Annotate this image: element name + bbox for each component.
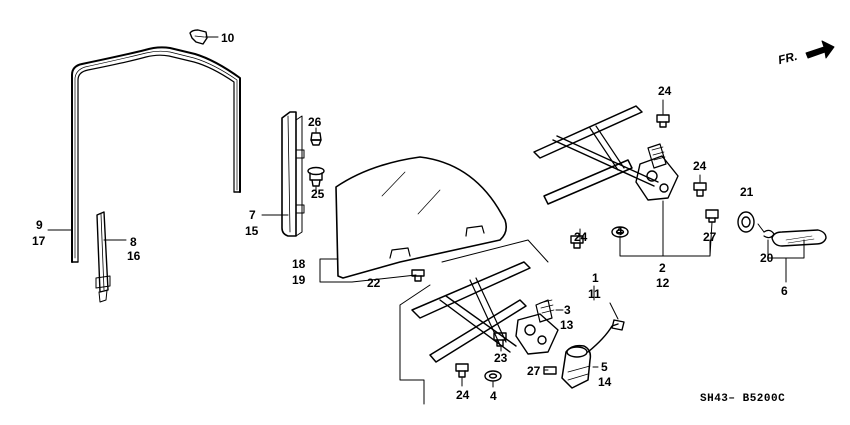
callout-22: 22 xyxy=(367,276,381,290)
run-channel-frame xyxy=(71,46,241,263)
callout-8: 8 xyxy=(130,235,137,249)
handle-escutcheon xyxy=(737,211,755,233)
callout-3: 3 xyxy=(564,303,571,317)
callout-27-lower: 27 xyxy=(527,364,541,378)
callout-24-right: 24 xyxy=(693,159,707,173)
callout-24-top: 24 xyxy=(658,84,672,98)
callout-23: 23 xyxy=(494,351,508,365)
clip-part xyxy=(189,29,208,45)
callout-24-bottom: 24 xyxy=(456,388,470,402)
fastener-26 xyxy=(310,132,322,146)
door-glass xyxy=(335,156,507,279)
callout-1: 1 xyxy=(592,271,599,285)
callout-19: 19 xyxy=(292,273,306,287)
window-regulator-upper xyxy=(533,105,679,205)
callout-10: 10 xyxy=(221,31,235,45)
callout-27-right: 27 xyxy=(703,230,717,244)
nut-27-right xyxy=(705,209,719,223)
bolt-24-right xyxy=(693,182,707,197)
bolt-23 xyxy=(493,332,507,347)
fastener-25 xyxy=(307,166,325,187)
callout-21: 21 xyxy=(740,185,754,199)
callout-18: 18 xyxy=(292,257,306,271)
callout-17: 17 xyxy=(32,234,46,248)
callout-4-lower: 4 xyxy=(490,389,497,403)
callout-14: 14 xyxy=(598,375,612,389)
callout-12: 12 xyxy=(656,276,670,290)
callout-16: 16 xyxy=(127,249,141,263)
washer-4-lower xyxy=(484,370,502,382)
leader-lines xyxy=(47,36,805,405)
drawing-code: SH43– B5200C xyxy=(700,393,786,405)
window-crank-handle xyxy=(771,229,827,247)
callout-26: 26 xyxy=(308,115,322,129)
callout-20: 20 xyxy=(760,251,774,265)
callout-25: 25 xyxy=(311,187,325,201)
callout-6: 6 xyxy=(781,284,788,298)
callout-7: 7 xyxy=(249,208,256,222)
callout-24-left: 24 xyxy=(574,230,588,244)
callout-11: 11 xyxy=(588,287,601,301)
front-direction-arrow-icon xyxy=(805,40,835,59)
callout-15: 15 xyxy=(245,224,259,238)
bolt-24-lower xyxy=(455,363,469,378)
callout-9: 9 xyxy=(36,218,43,232)
callout-13: 13 xyxy=(560,318,574,332)
callout-4-upper: 4 xyxy=(616,224,623,238)
nut-27-lower xyxy=(543,366,557,375)
bolt-24-top xyxy=(656,114,670,128)
glass-bolt-22 xyxy=(411,269,425,282)
callout-5: 5 xyxy=(601,360,608,374)
sash-channel xyxy=(281,111,305,237)
lower-channel xyxy=(95,211,111,303)
window-regulator-lower xyxy=(411,261,559,363)
regulator-motor xyxy=(561,319,625,389)
callout-2: 2 xyxy=(659,261,666,275)
